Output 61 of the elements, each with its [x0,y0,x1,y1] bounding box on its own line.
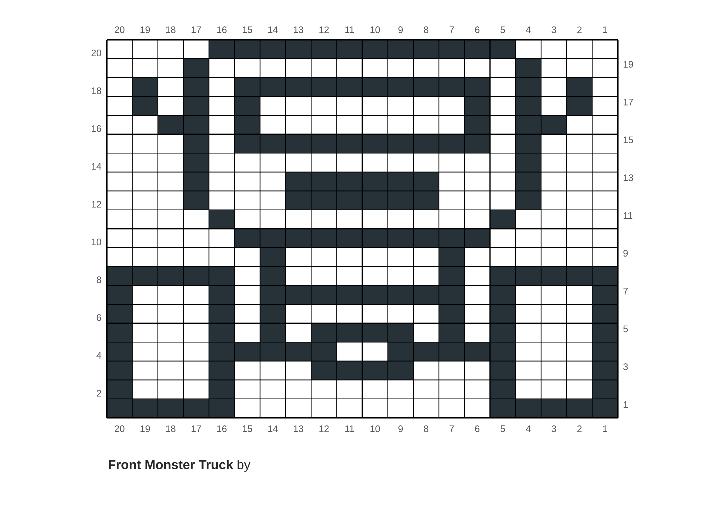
column-number: 13 [294,426,304,432]
row-number: 11 [624,212,633,220]
row-number: 4 [96,352,102,359]
column-number: 18 [166,426,176,432]
row-number: 3 [624,364,628,370]
column-number: 12 [320,26,329,34]
column-number: 20 [115,26,125,34]
column-number: 16 [217,26,227,34]
row-number: 12 [92,201,102,208]
column-number: 9 [398,26,403,34]
column-number: 4 [526,426,531,432]
row-number: 20 [92,50,102,57]
column-number: 10 [370,426,380,432]
row-number: 19 [624,61,634,68]
column-number: 16 [217,426,227,432]
row-number: 17 [624,99,634,106]
column-number: 12 [320,426,329,432]
row-number: 6 [97,314,102,322]
row-number: 2 [97,390,102,397]
chart-title: Front Monster Truck by [109,460,251,472]
row-number: 18 [92,88,102,94]
column-number: 11 [346,26,354,34]
column-number: 17 [192,426,202,432]
column-number: 2 [578,26,582,34]
column-number: 7 [450,426,454,432]
row-number: 1 [624,402,628,408]
column-number: 20 [115,426,125,432]
column-number: 1 [603,426,608,432]
row-number: 14 [92,163,102,170]
column-number: 10 [370,26,380,34]
column-number: 18 [166,26,176,34]
column-number: 13 [294,26,304,34]
row-number: 8 [96,276,102,284]
column-number: 6 [475,426,480,432]
column-number: 3 [552,26,556,34]
column-number: 8 [424,26,429,34]
column-number: 14 [268,426,278,432]
column-number: 1 [603,26,608,34]
row-number: 16 [92,125,102,132]
column-number: 17 [192,26,202,34]
column-number: 9 [398,426,403,432]
row-number: 9 [624,250,628,257]
column-number: 8 [424,426,429,432]
row-number: 15 [624,136,634,144]
column-number: 19 [140,26,150,34]
row-number: 13 [624,174,634,182]
column-number: 11 [346,426,354,432]
column-number: 6 [475,26,480,34]
column-number: 14 [268,26,278,34]
column-number: 2 [578,426,582,432]
row-number: 7 [624,288,628,295]
column-number: 4 [526,26,531,34]
column-number: 15 [243,26,252,34]
row-number: 5 [624,326,628,332]
column-number: 3 [552,426,556,432]
column-number: 15 [243,426,252,432]
column-number: 5 [500,426,506,432]
column-number: 19 [140,426,150,432]
column-number: 5 [500,26,506,34]
row-number: 10 [92,238,102,246]
column-number: 7 [450,26,454,34]
